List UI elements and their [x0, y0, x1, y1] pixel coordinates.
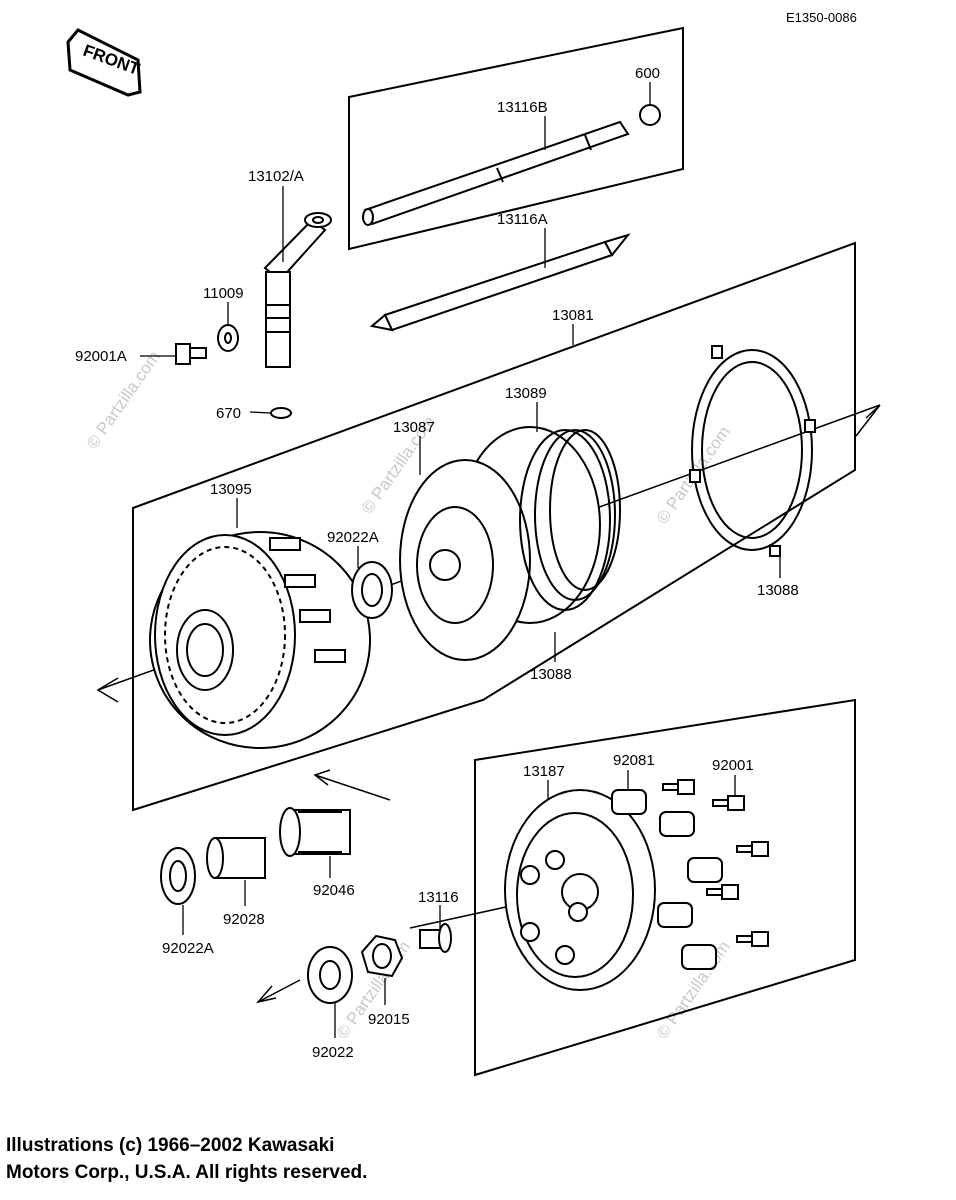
push-rod-13116A — [369, 233, 631, 332]
part-label-92001: 92001 — [712, 757, 754, 774]
part-label-92081: 92081 — [613, 752, 655, 769]
part-label-13089: 13089 — [505, 385, 547, 402]
part-label-13088-right: 13088 — [757, 582, 799, 599]
copyright-notice: Illustrations (c) 1966–2002 Kawasaki Mot… — [6, 1132, 946, 1186]
release-lever-13102A — [263, 212, 332, 368]
part-label-92015: 92015 — [368, 1011, 410, 1028]
bolt-92001A — [175, 343, 207, 365]
part-label-13095: 13095 — [210, 481, 252, 498]
part-label-92022A-top: 92022A — [327, 529, 379, 546]
copyright-line-2: Motors Corp., U.S.A. All rights reserved… — [6, 1162, 368, 1183]
thrust-washer-92022A-top — [351, 561, 393, 619]
part-label-92022A-bottom: 92022A — [162, 940, 214, 957]
part-label-13187: 13187 — [523, 763, 565, 780]
part-label-13102A: 13102/A — [248, 168, 304, 185]
clutch-springs-92081 — [611, 789, 723, 970]
nut-92015 — [360, 934, 404, 978]
part-label-13087: 13087 — [393, 419, 435, 436]
part-label-600: 600 — [635, 65, 660, 82]
gasket-11009 — [217, 324, 239, 352]
part-label-92028: 92028 — [223, 911, 265, 928]
part-label-92001A: 92001A — [75, 348, 127, 365]
pressure-plate-group-box — [474, 698, 856, 1077]
part-label-13116A: 13116A — [497, 211, 548, 228]
part-labels: 600 13116B 13102/A 13116A 11009 92001A 1… — [75, 65, 799, 1061]
push-rod-13116 — [419, 923, 452, 953]
pressure-plate-13187 — [504, 789, 656, 991]
push-rod-group-box — [348, 26, 684, 251]
part-label-13081: 13081 — [552, 307, 594, 324]
front-arrow-badge: FRONT — [66, 28, 143, 97]
part-label-92046: 92046 — [313, 882, 355, 899]
copyright-line-1: Illustrations (c) 1966–2002 Kawasaki — [6, 1135, 335, 1156]
leader-lines — [140, 82, 781, 1038]
friction-plate-13088-right — [689, 345, 816, 557]
needle-bearing-92046 — [279, 807, 351, 857]
part-label-13116: 13116 — [418, 889, 459, 906]
part-label-13088-mid: 13088 — [530, 666, 572, 683]
clutch-bolts-92001 — [662, 779, 769, 947]
lock-washer-92022 — [307, 946, 353, 1004]
steel-ball-600 — [639, 104, 661, 126]
part-label-92022: 92022 — [312, 1044, 354, 1061]
push-rod-13116B — [362, 120, 630, 226]
sleeve-92028 — [206, 837, 266, 879]
part-label-11009: 11009 — [203, 285, 244, 302]
diagram-code: E1350-0086 — [786, 10, 857, 25]
part-label-13116B: 13116B — [497, 99, 548, 116]
clutch-hub-13087 — [399, 426, 601, 661]
clutch-assembly-box — [132, 241, 856, 812]
thrust-washer-92022A-bottom — [160, 847, 196, 905]
clutch-plates-stack-13089 — [519, 429, 621, 611]
clutch-housing-13095 — [149, 531, 371, 749]
part-label-670: 670 — [216, 405, 241, 422]
o-ring-670 — [270, 407, 292, 419]
